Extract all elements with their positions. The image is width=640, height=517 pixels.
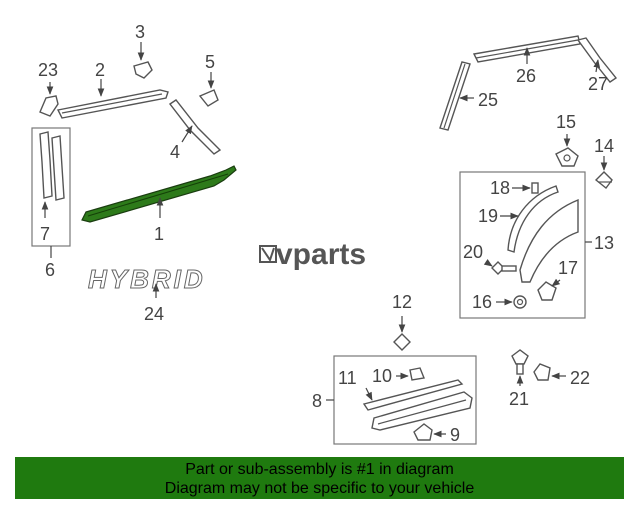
- callout-14: 14: [594, 136, 614, 156]
- part-3-clip[interactable]: [133, 61, 153, 79]
- callout-23: 23: [38, 60, 58, 80]
- callout-24: 24: [144, 304, 164, 324]
- info-line-2: Diagram may not be specific to your vehi…: [164, 480, 475, 497]
- part-25-pillar-molding[interactable]: [439, 61, 471, 131]
- part-2-roof-molding[interactable]: [56, 89, 169, 119]
- callout-20: 20: [463, 242, 483, 262]
- callout-22: 22: [570, 368, 590, 388]
- part-12-clip[interactable]: [393, 333, 411, 351]
- part-9-clip[interactable]: [413, 423, 433, 441]
- part-1-belt-molding-highlighted[interactable]: [81, 165, 237, 223]
- callout-5: 5: [205, 52, 215, 72]
- callout-17: 17: [558, 258, 578, 278]
- part-8-rocker-panel[interactable]: [371, 391, 473, 431]
- part-24-hybrid-emblem[interactable]: HYBRID: [88, 264, 206, 295]
- callout-2: 2: [95, 60, 105, 80]
- part-21-bolt[interactable]: [511, 349, 529, 375]
- callout-16: 16: [472, 292, 492, 312]
- callout-25: 25: [478, 90, 498, 110]
- watermark-text: vparts: [276, 238, 366, 271]
- part-11-rocker-molding[interactable]: [362, 379, 464, 411]
- part-23-clip[interactable]: [39, 95, 59, 117]
- group-box-13: [459, 171, 586, 319]
- part-20-bolt[interactable]: [491, 261, 517, 275]
- part-15-clip[interactable]: [555, 147, 579, 167]
- callout-15: 15: [556, 112, 576, 132]
- part-10-clip[interactable]: [409, 367, 425, 381]
- part-14-clip[interactable]: [594, 171, 613, 189]
- callout-21: 21: [509, 389, 529, 409]
- callout-4: 4: [170, 142, 180, 162]
- callout-12: 12: [392, 292, 412, 312]
- callout-7: 7: [40, 224, 50, 244]
- part-7-pillar-garnish[interactable]: [39, 131, 65, 201]
- vparts-logo: [259, 245, 277, 263]
- callout-1: 1: [154, 224, 164, 244]
- callout-10: 10: [372, 366, 392, 386]
- callout-27: 27: [588, 74, 608, 94]
- callout-3: 3: [135, 22, 145, 42]
- callout-11: 11: [338, 368, 357, 388]
- callout-6: 6: [45, 260, 55, 280]
- callout-8: 8: [312, 391, 322, 411]
- callout-18: 18: [490, 178, 510, 198]
- callout-19: 19: [478, 206, 498, 226]
- part-5-clip[interactable]: [198, 89, 219, 107]
- emblem-text: HYBRID: [88, 264, 206, 294]
- callout-26: 26: [516, 66, 536, 86]
- part-18-clip[interactable]: [531, 182, 539, 194]
- info-line-1: Part or sub-assembly is #1 in diagram: [185, 461, 454, 478]
- info-banner: Part or sub-assembly is #1 in diagram Di…: [15, 457, 624, 499]
- part-16-nut[interactable]: [513, 295, 527, 309]
- part-22-clip[interactable]: [533, 363, 551, 381]
- callout-9: 9: [450, 425, 460, 445]
- callout-13: 13: [594, 233, 614, 253]
